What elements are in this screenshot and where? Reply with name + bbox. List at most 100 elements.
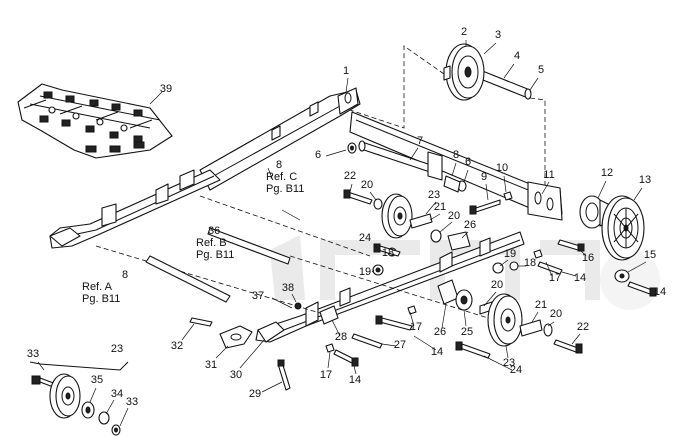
nut-18b (509, 261, 519, 271)
pad-28 (319, 305, 339, 325)
rear-idler-axle (443, 43, 532, 101)
callout-c19b: 19 (504, 248, 516, 260)
callout-c12: 12 (601, 167, 613, 179)
shaft-36 (207, 227, 291, 265)
ref-c-page: Pg. B11 (266, 183, 304, 195)
nut-17c (325, 343, 335, 353)
idler-wheel-13 (579, 195, 645, 261)
callout-c22b: 22 (577, 321, 589, 333)
washer-20d (543, 323, 553, 337)
callout-c16: 16 (582, 252, 594, 264)
callout-c33b: 33 (126, 396, 138, 408)
callout-c17c: 17 (320, 369, 332, 381)
slide-frame-assembly (17, 83, 173, 159)
callout-c23b: 23 (503, 357, 515, 369)
callout-c23a: 23 (428, 189, 440, 201)
callout-c14b: 14 (654, 286, 666, 298)
washer-20b (430, 229, 442, 243)
callout-c24a: 24 (359, 232, 371, 244)
callout-c18a: 18 (382, 247, 394, 259)
callout-c9: 9 (481, 171, 487, 183)
washer-20a (373, 198, 383, 210)
bogie-wheel-lower (487, 293, 523, 347)
leader-39 (149, 91, 163, 105)
nut-10 (503, 191, 513, 201)
callout-c1: 1 (343, 65, 349, 77)
ref-c-part: 8 (276, 159, 282, 171)
callout-c30: 30 (230, 369, 242, 381)
bracket-26a (447, 231, 471, 251)
callout-c2: 2 (461, 26, 467, 38)
callout-c5: 5 (538, 64, 544, 76)
callout-c20d: 20 (550, 308, 562, 320)
nut-17b (407, 305, 417, 315)
ref-b-part: 36 (208, 225, 220, 237)
cross-shaft (358, 140, 443, 181)
bolt-27 (351, 333, 383, 349)
ref-c-ref: Ref. C (266, 171, 297, 183)
callout-c14d: 14 (349, 374, 361, 386)
ref-b-ref: Ref. B (196, 237, 227, 249)
callout-c35: 35 (91, 374, 103, 386)
callout-c20a: 20 (361, 179, 373, 191)
callout-c14c: 14 (431, 346, 443, 358)
reference-b: 36 Ref. B Pg. B11 (196, 225, 234, 261)
callout-c27: 27 (394, 339, 406, 351)
callout-c19a: 19 (359, 266, 371, 278)
callout-c25: 25 (461, 326, 473, 338)
callout-c20c: 20 (491, 279, 503, 291)
side-rail-left (49, 169, 221, 249)
bolt-24b (459, 343, 491, 359)
callout-c33a: 33 (27, 348, 39, 360)
callout-c8a: 8 (453, 149, 459, 161)
bolt-22b (553, 339, 579, 353)
callout-c15: 15 (644, 249, 656, 261)
callout-c37: 37 (252, 290, 264, 302)
ref-b-page: Pg. B11 (196, 249, 234, 261)
callout-c26b: 26 (434, 326, 446, 338)
bolt-14a (537, 261, 563, 275)
callout-c23c: 23 (111, 343, 123, 355)
callout-c31: 31 (205, 359, 217, 371)
callout-c21a: 21 (434, 201, 446, 213)
bogie-wheel-upper (381, 193, 413, 239)
callout-c32: 32 (171, 340, 183, 352)
callout-c38: 38 (282, 282, 294, 294)
callout-c21b: 21 (535, 299, 547, 311)
callout-c28: 28 (335, 331, 347, 343)
ref-a-part: 8 (122, 269, 128, 281)
reference-c: 8 Ref. C Pg. B11 (266, 159, 304, 195)
bolt-9 (475, 199, 501, 213)
callout-c3: 3 (495, 29, 501, 41)
callout-c22a: 22 (344, 170, 356, 182)
pin-32 (189, 317, 213, 327)
callout-c18b: 18 (524, 257, 536, 269)
wear-pad-31 (219, 325, 253, 349)
callout-c6b: 6 (465, 156, 471, 168)
nut-38 (294, 302, 302, 310)
callout-c20b: 20 (448, 210, 460, 222)
shaft-8a (145, 255, 231, 303)
bogie-wheel-kit-23 (31, 373, 121, 436)
reference-a: 8 Ref. A Pg. B11 (82, 269, 128, 305)
callout-c13: 13 (639, 174, 651, 186)
callout-c11: 11 (543, 169, 554, 181)
callout-c10: 10 (496, 162, 508, 174)
callout-c17a: 17 (549, 272, 561, 284)
callout-c29: 29 (249, 388, 261, 400)
callout-c7: 7 (417, 135, 423, 147)
callout-c24b: 24 (510, 364, 522, 376)
callout-c34: 34 (111, 388, 123, 400)
callout-c39: 39 (160, 83, 172, 95)
callout-c4: 4 (514, 50, 520, 62)
callout-c14a: 14 (574, 272, 586, 284)
callout-c26a: 26 (464, 219, 476, 231)
callout-c17b: 17 (410, 321, 422, 333)
ref-a-ref: Ref. A (82, 281, 113, 293)
spacer-21b (519, 319, 543, 337)
ref-a-page: Pg. B11 (82, 293, 120, 305)
callout-c6a: 6 (315, 149, 321, 161)
spacer-21a (409, 213, 433, 229)
